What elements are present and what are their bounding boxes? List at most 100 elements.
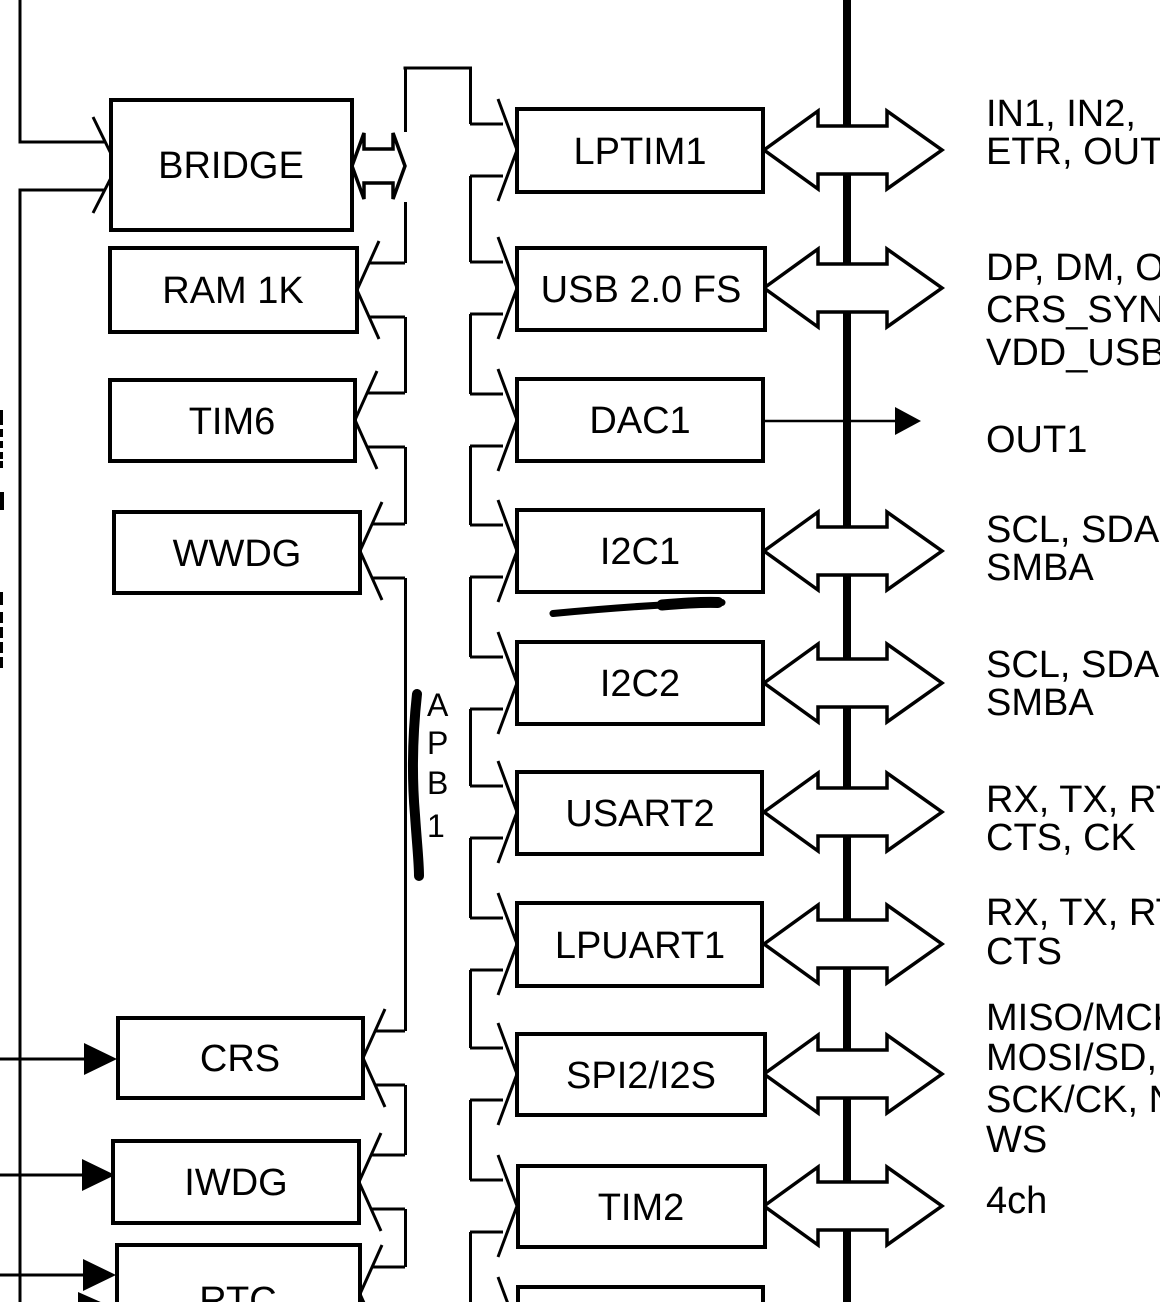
- connector-crs: [361, 1008, 405, 1108]
- signals-lpuart1: RX, TX, RT CTS: [986, 892, 1160, 973]
- box-iwdg-label: IWDG: [184, 1162, 287, 1204]
- signal-line: OUT1: [986, 419, 1087, 461]
- signals-dac1: OUT1: [986, 419, 1087, 461]
- bidir-arrow-spi2: [761, 1031, 946, 1117]
- rtc-input-arrowhead-2: [78, 1292, 101, 1302]
- box-spi2-label: SPI2/I2S: [566, 1055, 716, 1097]
- apb1-bus-label: A P B 1: [427, 687, 449, 844]
- rtc-input-arrowhead: [83, 1259, 116, 1291]
- apb1-char-b: B: [427, 765, 448, 801]
- box-lpuart1-label: LPUART1: [555, 925, 725, 967]
- box-tim6-label: TIM6: [189, 401, 276, 443]
- box-usb-label: USB 2.0 FS: [541, 269, 742, 311]
- connector-i2c1: [470, 499, 519, 603]
- bridge-input-shafts: [18, 140, 105, 192]
- box-bridge-label: BRIDGE: [158, 145, 304, 187]
- box-rtc: RTC: [115, 1243, 362, 1302]
- signals-usb: DP, DM, OE CRS_SYNC VDD_USB: [986, 247, 1160, 374]
- box-spi2: SPI2/I2S: [515, 1032, 767, 1117]
- box-lptim1: LPTIM1: [515, 107, 765, 194]
- signal-line: SCK/CK, N: [986, 1079, 1160, 1121]
- box-tim6: TIM6: [108, 378, 357, 463]
- signal-line: SCL, SDA,: [986, 644, 1160, 686]
- connector-tim2: [470, 1154, 519, 1258]
- connector-tim6: [353, 370, 405, 470]
- apb1-char-a: A: [427, 687, 449, 723]
- apb1-char-p: P: [427, 725, 448, 761]
- signal-line: IN1, IN2,: [986, 93, 1136, 135]
- signal-line: RX, TX, RT: [986, 779, 1160, 821]
- connector-lpuart1: [470, 892, 519, 996]
- box-lpuart1: LPUART1: [515, 901, 764, 988]
- box-i2c1-label: I2C1: [600, 531, 680, 573]
- connector-usart2: [470, 760, 519, 864]
- signals-i2c1: SCL, SDA, SMBA: [986, 509, 1160, 589]
- connector-rtc: [358, 1244, 405, 1302]
- box-i2c2-label: I2C2: [600, 663, 680, 705]
- box-crs: CRS: [116, 1016, 365, 1100]
- connector-wwdg: [358, 501, 405, 601]
- bidir-arrow-lpuart1: [761, 901, 946, 987]
- connector-bottom-partial: [496, 1276, 509, 1302]
- signals-usart2: RX, TX, RT CTS, CK: [986, 779, 1160, 859]
- box-tim2-label: TIM2: [598, 1187, 685, 1229]
- bidir-arrow-usb: [761, 245, 946, 331]
- box-usb: USB 2.0 FS: [515, 246, 767, 332]
- box-lptim1-label: LPTIM1: [573, 131, 706, 173]
- annotation-stroke-i2c1-underline-thick-end: [656, 596, 724, 611]
- box-dac1-label: DAC1: [589, 400, 690, 442]
- box-wwdg-label: WWDG: [173, 533, 302, 575]
- box-i2c2: I2C2: [515, 640, 765, 726]
- signal-line: VDD_USB: [986, 332, 1160, 374]
- signal-line: CTS, CK: [986, 817, 1136, 859]
- signals-lptim1: IN1, IN2, ETR, OUT: [986, 93, 1160, 173]
- box-dac1: DAC1: [515, 377, 765, 463]
- signal-line: MISO/MCK: [986, 997, 1160, 1039]
- signal-line: DP, DM, OE: [986, 247, 1160, 289]
- annotation-stroke-apb1: [407, 689, 424, 881]
- signal-line: ETR, OUT: [986, 131, 1160, 173]
- box-ram1k: RAM 1K: [108, 246, 359, 334]
- signals-spi2: MISO/MCK MOSI/SD, SCK/CK, N WS: [986, 997, 1160, 1161]
- bidir-arrow-lptim1: [761, 107, 946, 193]
- box-tim2: TIM2: [516, 1164, 767, 1249]
- iwdg-input-arrowhead: [82, 1159, 115, 1191]
- box-wwdg: WWDG: [112, 510, 362, 595]
- connector-dac1: [470, 368, 519, 472]
- connector-lptim1: [470, 98, 519, 202]
- connector-ram1k: [355, 240, 405, 340]
- box-crs-label: CRS: [200, 1038, 280, 1080]
- box-usart2-label: USART2: [565, 793, 714, 835]
- bidir-arrow-usart2: [761, 769, 946, 855]
- box-iwdg: IWDG: [111, 1139, 361, 1225]
- signal-line: SMBA: [986, 682, 1094, 724]
- signals-i2c2: SCL, SDA, SMBA: [986, 644, 1160, 724]
- box-bridge: BRIDGE: [109, 98, 354, 232]
- connector-iwdg: [357, 1132, 405, 1232]
- signal-line: 4ch: [986, 1180, 1047, 1222]
- signal-line: SCL, SDA,: [986, 509, 1160, 551]
- crs-input-arrowhead: [84, 1043, 117, 1075]
- signals-tim2: 4ch: [986, 1180, 1047, 1222]
- connector-usb: [470, 236, 519, 340]
- apb1-char-1: 1: [427, 808, 445, 844]
- bridge-bus-bidir-arrow: [350, 132, 407, 200]
- bidir-arrow-tim2: [761, 1163, 946, 1249]
- dac1-out-arrowhead: [895, 407, 921, 435]
- box-ram1k-label: RAM 1K: [162, 270, 303, 312]
- box-rtc-label: RTC: [199, 1280, 276, 1302]
- box-i2c1: I2C1: [515, 508, 765, 594]
- connector-spi2: [470, 1022, 519, 1126]
- signal-line: RX, TX, RT: [986, 892, 1160, 934]
- signal-line: CRS_SYNC: [986, 289, 1160, 331]
- signal-line: SMBA: [986, 547, 1094, 589]
- signal-line: MOSI/SD,: [986, 1037, 1157, 1079]
- bidir-arrow-i2c2: [761, 640, 946, 726]
- bidir-arrow-i2c1: [761, 508, 946, 594]
- signal-line: WS: [986, 1119, 1047, 1161]
- left-edge-clipped-glyphs: [0, 410, 4, 668]
- box-usart2: USART2: [515, 770, 764, 856]
- box-bottom-partial: [516, 1285, 765, 1302]
- connector-i2c2: [470, 631, 519, 735]
